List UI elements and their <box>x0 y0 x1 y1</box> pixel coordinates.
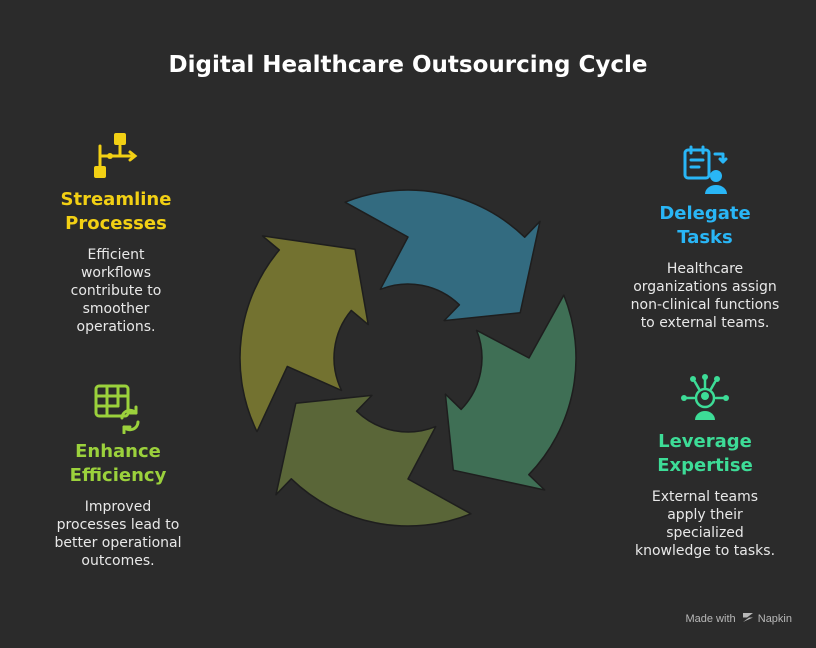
step-streamline: Streamline Processes Efficient workflows… <box>46 130 186 336</box>
step-delegate: Delegate Tasks Healthcare organizations … <box>622 144 788 332</box>
step-heading: Enhance Efficiency <box>46 440 190 488</box>
desc-line: processes lead to <box>56 517 180 533</box>
heading-line: Streamline <box>60 189 172 210</box>
napkin-logo-icon <box>742 613 753 622</box>
desc-line: non-clinical functions <box>630 297 780 313</box>
cycle-diagram <box>239 189 577 527</box>
desc-line: Efficient <box>87 247 145 263</box>
step-efficiency: Enhance Efficiency Improved processes le… <box>46 382 190 570</box>
flowchart-icon <box>94 133 138 178</box>
heading-line: Expertise <box>657 455 753 476</box>
step-heading: Delegate Tasks <box>622 202 788 250</box>
desc-line: specialized <box>666 525 744 541</box>
desc-line: operations. <box>76 319 156 335</box>
desc-line: Improved <box>84 499 152 515</box>
step-description: Healthcare organizations assign non-clin… <box>622 260 788 332</box>
cycle-segment-delegate <box>344 189 541 322</box>
made-with-napkin: Made with Napkin <box>685 613 792 625</box>
napkin-brand-label: Napkin <box>757 613 792 625</box>
desc-line: apply their <box>667 507 743 523</box>
cycle-segment-leverage <box>444 294 577 491</box>
step-description: Improved processes lead to better operat… <box>46 498 190 570</box>
desc-line: to external teams. <box>640 315 770 331</box>
diagram-title: Digital Healthcare Outsourcing Cycle <box>168 52 648 78</box>
cycle-segment-streamline <box>239 235 369 433</box>
desc-line: organizations assign <box>633 279 777 295</box>
desc-line: workflows <box>80 265 151 281</box>
desc-line: contribute to <box>70 283 162 299</box>
step-leverage: Leverage Expertise External teams apply … <box>622 372 788 560</box>
desc-line: External teams <box>651 489 759 505</box>
desc-line: knowledge to tasks. <box>634 543 776 559</box>
heading-line: Efficiency <box>69 465 167 486</box>
heading-line: Delegate <box>659 203 751 224</box>
cycle-segment-efficiency <box>275 394 472 527</box>
desc-line: smoother <box>82 301 150 317</box>
heading-line: Leverage <box>658 431 752 452</box>
desc-line: better operational <box>54 535 182 551</box>
desc-line: outcomes. <box>81 553 155 569</box>
clipboard-person-icon <box>683 145 728 194</box>
step-description: External teams apply their specialized k… <box>622 488 788 560</box>
heading-line: Processes <box>65 213 167 234</box>
desc-line: Healthcare <box>666 261 744 277</box>
step-heading: Leverage Expertise <box>622 430 788 478</box>
table-refresh-icon <box>94 384 140 434</box>
expert-network-icon <box>681 374 729 420</box>
step-heading: Streamline Processes <box>46 188 186 236</box>
made-with-label: Made with <box>685 613 736 625</box>
step-description: Efficient workflows contribute to smooth… <box>46 246 186 336</box>
heading-line: Enhance <box>75 441 161 462</box>
heading-line: Tasks <box>677 227 733 248</box>
